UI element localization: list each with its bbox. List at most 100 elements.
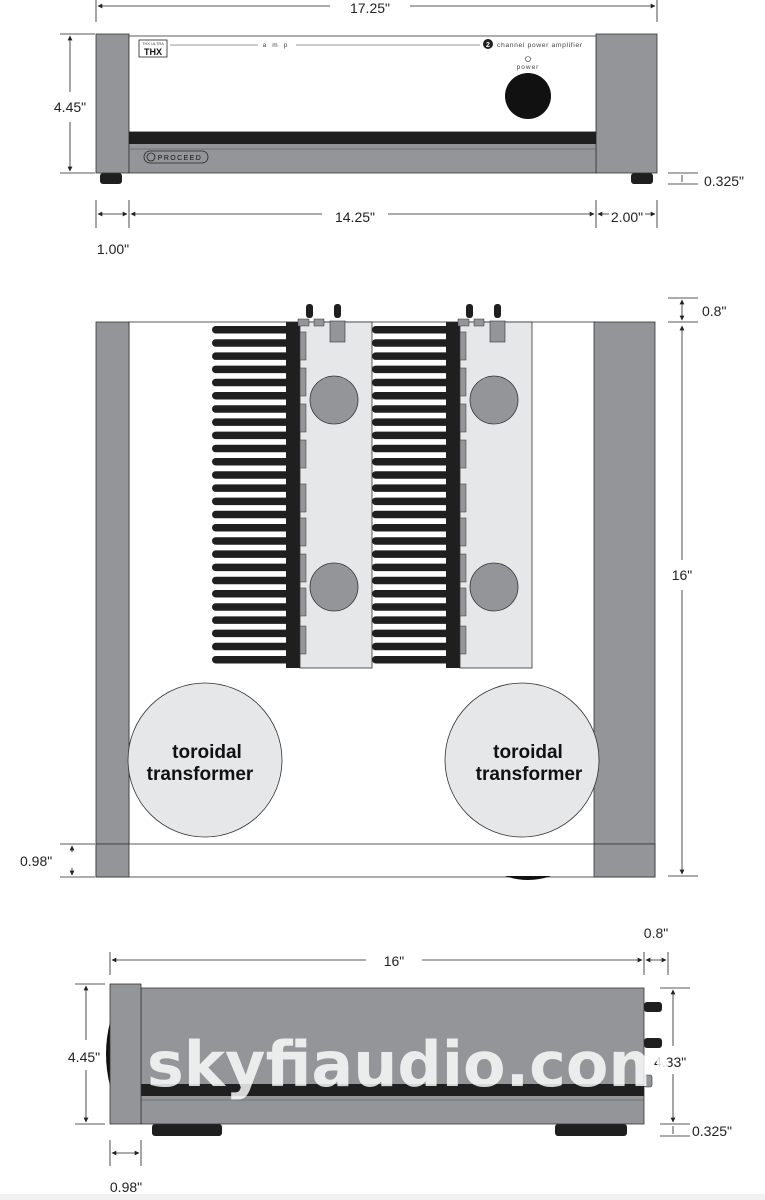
rear-terminal-a-1 bbox=[306, 304, 313, 318]
amp-text: amp bbox=[263, 42, 294, 49]
channel-text: channel power amplifier bbox=[497, 42, 583, 49]
side-front-panel-label: 0.98" bbox=[110, 1179, 142, 1195]
side-body-height-label: 4.33" bbox=[654, 1054, 686, 1070]
transistor-2-0 bbox=[459, 331, 467, 361]
transistor-1-1 bbox=[299, 367, 307, 397]
transistor-1-3 bbox=[299, 439, 307, 469]
heatsink-fin-2-8 bbox=[372, 431, 450, 440]
heatsink-fin-2-14 bbox=[372, 510, 450, 519]
heatsink-fin-1-11 bbox=[212, 471, 290, 479]
heatsink-fin-2-11 bbox=[372, 471, 450, 479]
heatsink-fin-2-12 bbox=[372, 484, 450, 492]
transistor-2-3 bbox=[459, 439, 467, 469]
top-right-post bbox=[593, 321, 656, 878]
side-front-panel bbox=[109, 983, 142, 1125]
transformer-left-line2: transformer bbox=[147, 764, 254, 785]
transformer-left-line1: toroidal bbox=[172, 742, 242, 763]
thx-badge-text: THX bbox=[144, 47, 162, 57]
side-knob bbox=[106, 1022, 110, 1086]
side-rear-connector-1 bbox=[644, 1002, 662, 1012]
capacitor-top-2 bbox=[469, 375, 519, 425]
heatsink-fin-2-15 bbox=[372, 524, 450, 532]
heatsink-fin-2-13 bbox=[372, 497, 450, 506]
proceed-logo-text: PROCEED bbox=[158, 155, 202, 162]
heatsink-fin-1-13 bbox=[212, 497, 290, 506]
front-width-label: 17.25" bbox=[350, 0, 390, 16]
heatsink-fin-2-1 bbox=[372, 339, 450, 347]
heatsink-fin-1-7 bbox=[212, 418, 290, 426]
heatsink-spine-2 bbox=[446, 322, 460, 668]
heatsink-fin-1-5 bbox=[212, 392, 290, 400]
top-rear-offset-label: 0.8" bbox=[702, 303, 726, 319]
heatsink-fin-2-19 bbox=[372, 576, 450, 585]
transformer-right bbox=[444, 682, 600, 838]
heatsink-fin-2-16 bbox=[372, 537, 450, 545]
proceed-logo bbox=[143, 150, 209, 164]
heatsink-fin-1-16 bbox=[212, 537, 290, 545]
transformer-left bbox=[127, 682, 283, 838]
heatsink-fin-1-19 bbox=[212, 576, 290, 585]
transformer-right-line2: transformer bbox=[476, 764, 583, 785]
heatsink-spine-1 bbox=[286, 322, 300, 668]
side-foot-rear bbox=[555, 1124, 627, 1136]
rear-terminal-a-2 bbox=[466, 304, 473, 318]
heatsink-fin-1-10 bbox=[212, 458, 290, 466]
heatsink-fin-1-14 bbox=[212, 510, 290, 519]
heatsink-fin-1-18 bbox=[212, 563, 290, 572]
heatsink-fin-2-22 bbox=[372, 616, 450, 624]
rear-block-1 bbox=[329, 320, 346, 343]
power-text: power bbox=[517, 64, 540, 71]
heatsink-fin-2-7 bbox=[372, 418, 450, 426]
heatsink-fin-1-21 bbox=[212, 603, 290, 611]
front-foot-right bbox=[631, 173, 653, 184]
front-left-post-label: 1.00" bbox=[97, 241, 129, 257]
heatsink-fin-2-6 bbox=[372, 405, 450, 413]
transistor-1-2 bbox=[299, 403, 307, 433]
top-view: toroidal transformer toroidal transforme… bbox=[20, 297, 726, 880]
heatsink-fin-2-21 bbox=[372, 603, 450, 611]
side-depth-label: 16" bbox=[384, 953, 405, 969]
front-foot-label: 0.325" bbox=[704, 173, 744, 189]
side-rear-connector-3 bbox=[643, 1074, 653, 1088]
transformer-right-line1: toroidal bbox=[493, 742, 563, 763]
transistor-2-1 bbox=[459, 367, 467, 397]
heatsink-fin-2-23 bbox=[372, 629, 450, 638]
thx-badge-small: THX ULTRA bbox=[142, 41, 164, 46]
heatsink-fin-2-18 bbox=[372, 563, 450, 572]
front-height-label: 4.45" bbox=[54, 99, 86, 115]
heatsink-fin-1-15 bbox=[212, 524, 290, 532]
heatsink-fin-1-0 bbox=[212, 326, 290, 334]
heatsink-fin-2-20 bbox=[372, 590, 450, 598]
heatsink-fin-1-4 bbox=[212, 378, 290, 387]
top-front-strip bbox=[95, 843, 656, 878]
channel-count-badge bbox=[483, 39, 493, 49]
amp-board-1 bbox=[299, 321, 373, 669]
transistor-1-8 bbox=[299, 625, 307, 655]
transistor-2-2 bbox=[459, 403, 467, 433]
top-front-strip-label: 0.98" bbox=[20, 853, 52, 869]
transistor-1-6 bbox=[299, 553, 307, 583]
heatsink-fin-2-3 bbox=[372, 365, 450, 374]
heatsink-fin-1-25 bbox=[212, 656, 290, 664]
front-inner-width-label: 14.25" bbox=[335, 209, 375, 225]
bottom-bar bbox=[0, 1194, 765, 1200]
transistor-2-7 bbox=[459, 587, 467, 617]
heatsink-fin-1-9 bbox=[212, 444, 290, 453]
heatsink-fin-2-2 bbox=[372, 352, 450, 360]
capacitor-top-1 bbox=[309, 375, 359, 425]
front-right-post-label: 2.00" bbox=[611, 209, 643, 225]
rear-jack-b-2 bbox=[473, 318, 485, 327]
watermark: skyfiaudio.com bbox=[147, 1028, 673, 1101]
rear-terminal-b-1 bbox=[334, 304, 341, 318]
top-depth-label: 16" bbox=[672, 567, 693, 583]
side-height-label: 4.45" bbox=[68, 1049, 100, 1065]
heatsink-fin-2-25 bbox=[372, 656, 450, 664]
front-right-post bbox=[595, 33, 658, 174]
heatsink-fin-1-3 bbox=[212, 365, 290, 374]
heatsink-fin-1-17 bbox=[212, 550, 290, 558]
heatsink-fin-1-2 bbox=[212, 352, 290, 360]
heatsink-fin-2-9 bbox=[372, 444, 450, 453]
heatsink-fin-1-22 bbox=[212, 616, 290, 624]
heatsink-fin-2-17 bbox=[372, 550, 450, 558]
